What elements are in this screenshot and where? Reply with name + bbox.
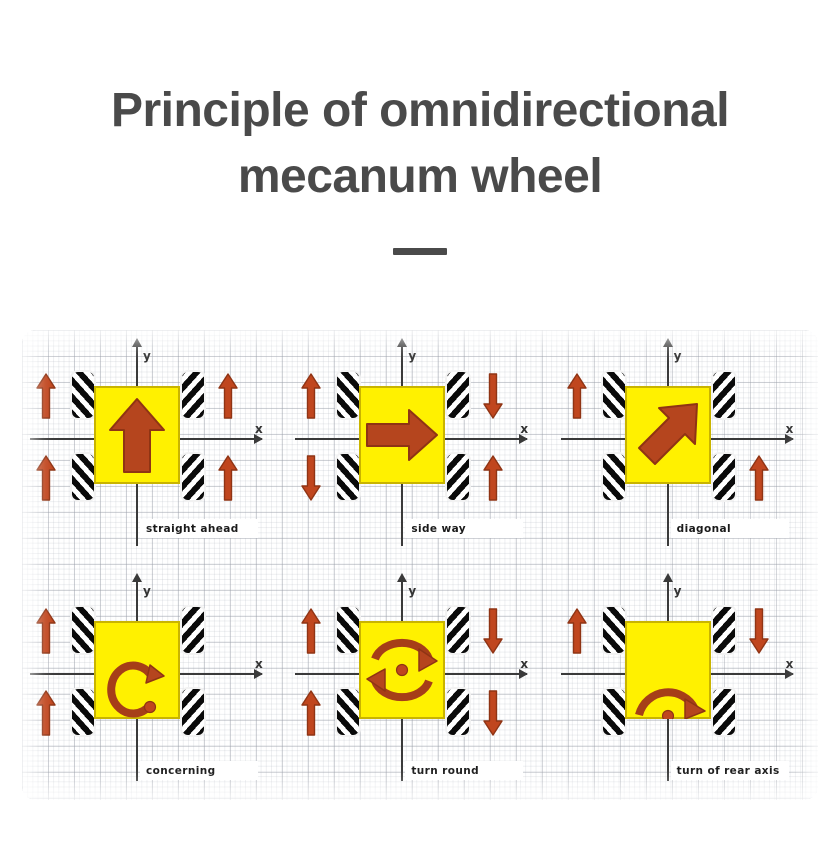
force-arrow-top-left: [566, 607, 587, 655]
force-arrow-bottom-right: [748, 454, 769, 502]
force-arrow-top-right: [748, 607, 769, 655]
panel-caption-text: side way: [411, 522, 466, 535]
diagram-grid: x y: [22, 330, 818, 800]
wheel-bottom-right: [712, 454, 735, 500]
force-arrow-top-left: [301, 372, 322, 420]
force-arrow-bottom-right: [218, 454, 238, 502]
force-arrow-bottom-left: [301, 454, 322, 502]
x-axis-label: x: [785, 657, 794, 671]
graph-paper-sheet: x y: [22, 330, 818, 800]
panel-side-way[interactable]: x y: [287, 330, 552, 565]
panel-concerning[interactable]: x y: [22, 565, 287, 800]
wheel-bottom-right: [447, 689, 470, 735]
panel-caption: side way: [405, 519, 524, 538]
motion-double-arc-rotate: [359, 621, 445, 719]
panel-caption: turn of rear axis: [670, 761, 789, 780]
wheel-bottom-left: [337, 454, 360, 500]
wheel-top-left: [72, 372, 94, 418]
x-axis-label: x: [520, 422, 529, 436]
panel-caption-text: diagonal: [676, 522, 731, 535]
panel-caption: concerning: [140, 761, 258, 780]
panel-caption-text: straight ahead: [146, 522, 239, 535]
panel-caption: diagonal: [670, 519, 789, 538]
force-arrow-top-left: [36, 372, 56, 420]
force-arrow-bottom-right: [483, 689, 504, 737]
panel-caption-text: turn of rear axis: [676, 764, 780, 777]
panel-caption: turn round: [405, 761, 524, 780]
x-axis-label: x: [255, 422, 263, 436]
wheel-top-right: [182, 372, 204, 418]
panel-turn-round[interactable]: x y: [287, 565, 552, 800]
motion-arrow-up: [94, 386, 180, 484]
x-axis-label: x: [520, 657, 529, 671]
y-axis-label: y: [673, 349, 682, 363]
motion-arrow-up-right: [625, 386, 711, 484]
wheel-top-left: [602, 372, 625, 418]
motion-arc-half-bottom: [625, 621, 711, 719]
wheel-top-left: [72, 607, 94, 653]
wheel-top-left: [337, 372, 360, 418]
y-axis-label: y: [673, 584, 682, 598]
wheel-bottom-left: [602, 689, 625, 735]
x-axis-label: x: [255, 657, 263, 671]
wheel-top-right: [712, 607, 735, 653]
panel-caption: straight ahead: [140, 519, 258, 538]
wheel-top-right: [182, 607, 204, 653]
motion-arc-rotate: [94, 621, 180, 719]
panel-caption-text: concerning: [146, 764, 216, 777]
y-axis-label: y: [143, 584, 151, 598]
motion-arrow-right: [359, 386, 445, 484]
x-axis-label: x: [785, 422, 794, 436]
y-axis-label: y: [408, 349, 417, 363]
force-arrow-top-right: [483, 372, 504, 420]
wheel-top-right: [712, 372, 735, 418]
force-arrow-bottom-left: [301, 689, 322, 737]
wheel-bottom-left: [72, 454, 94, 500]
force-arrow-top-left: [301, 607, 322, 655]
panel-straight-ahead[interactable]: x y: [22, 330, 287, 565]
wheel-bottom-right: [712, 689, 735, 735]
panel-diagonal[interactable]: x y: [553, 330, 818, 565]
wheel-bottom-left: [337, 689, 360, 735]
wheel-top-right: [447, 372, 470, 418]
wheel-bottom-left: [602, 454, 625, 500]
force-arrow-top-right: [218, 372, 238, 420]
wheel-top-left: [337, 607, 360, 653]
page-title: Principle of omnidirectional mecanum whe…: [0, 78, 840, 210]
panel-turn-of-rear-axis[interactable]: x y: [553, 565, 818, 800]
robot-body: [624, 386, 711, 484]
robot-body: [624, 621, 711, 719]
force-arrow-bottom-right: [483, 454, 504, 502]
page-title-line-2: mecanum wheel: [237, 150, 603, 203]
force-arrow-top-left: [36, 607, 56, 655]
wheel-bottom-right: [447, 454, 470, 500]
wheel-bottom-right: [182, 689, 204, 735]
title-divider-rule: [393, 248, 447, 255]
wheel-top-left: [602, 607, 625, 653]
wheel-top-right: [447, 607, 470, 653]
force-arrow-top-left: [566, 372, 587, 420]
force-arrow-top-right: [483, 607, 504, 655]
force-arrow-bottom-left: [36, 689, 56, 737]
y-axis-label: y: [408, 584, 417, 598]
force-arrow-bottom-left: [36, 454, 56, 502]
wheel-bottom-right: [182, 454, 204, 500]
panel-caption-text: turn round: [411, 764, 479, 777]
y-axis-label: y: [143, 349, 151, 363]
page-title-line-1: Principle of omnidirectional: [110, 84, 730, 137]
robot-body: [94, 621, 180, 719]
wheel-bottom-left: [72, 689, 94, 735]
